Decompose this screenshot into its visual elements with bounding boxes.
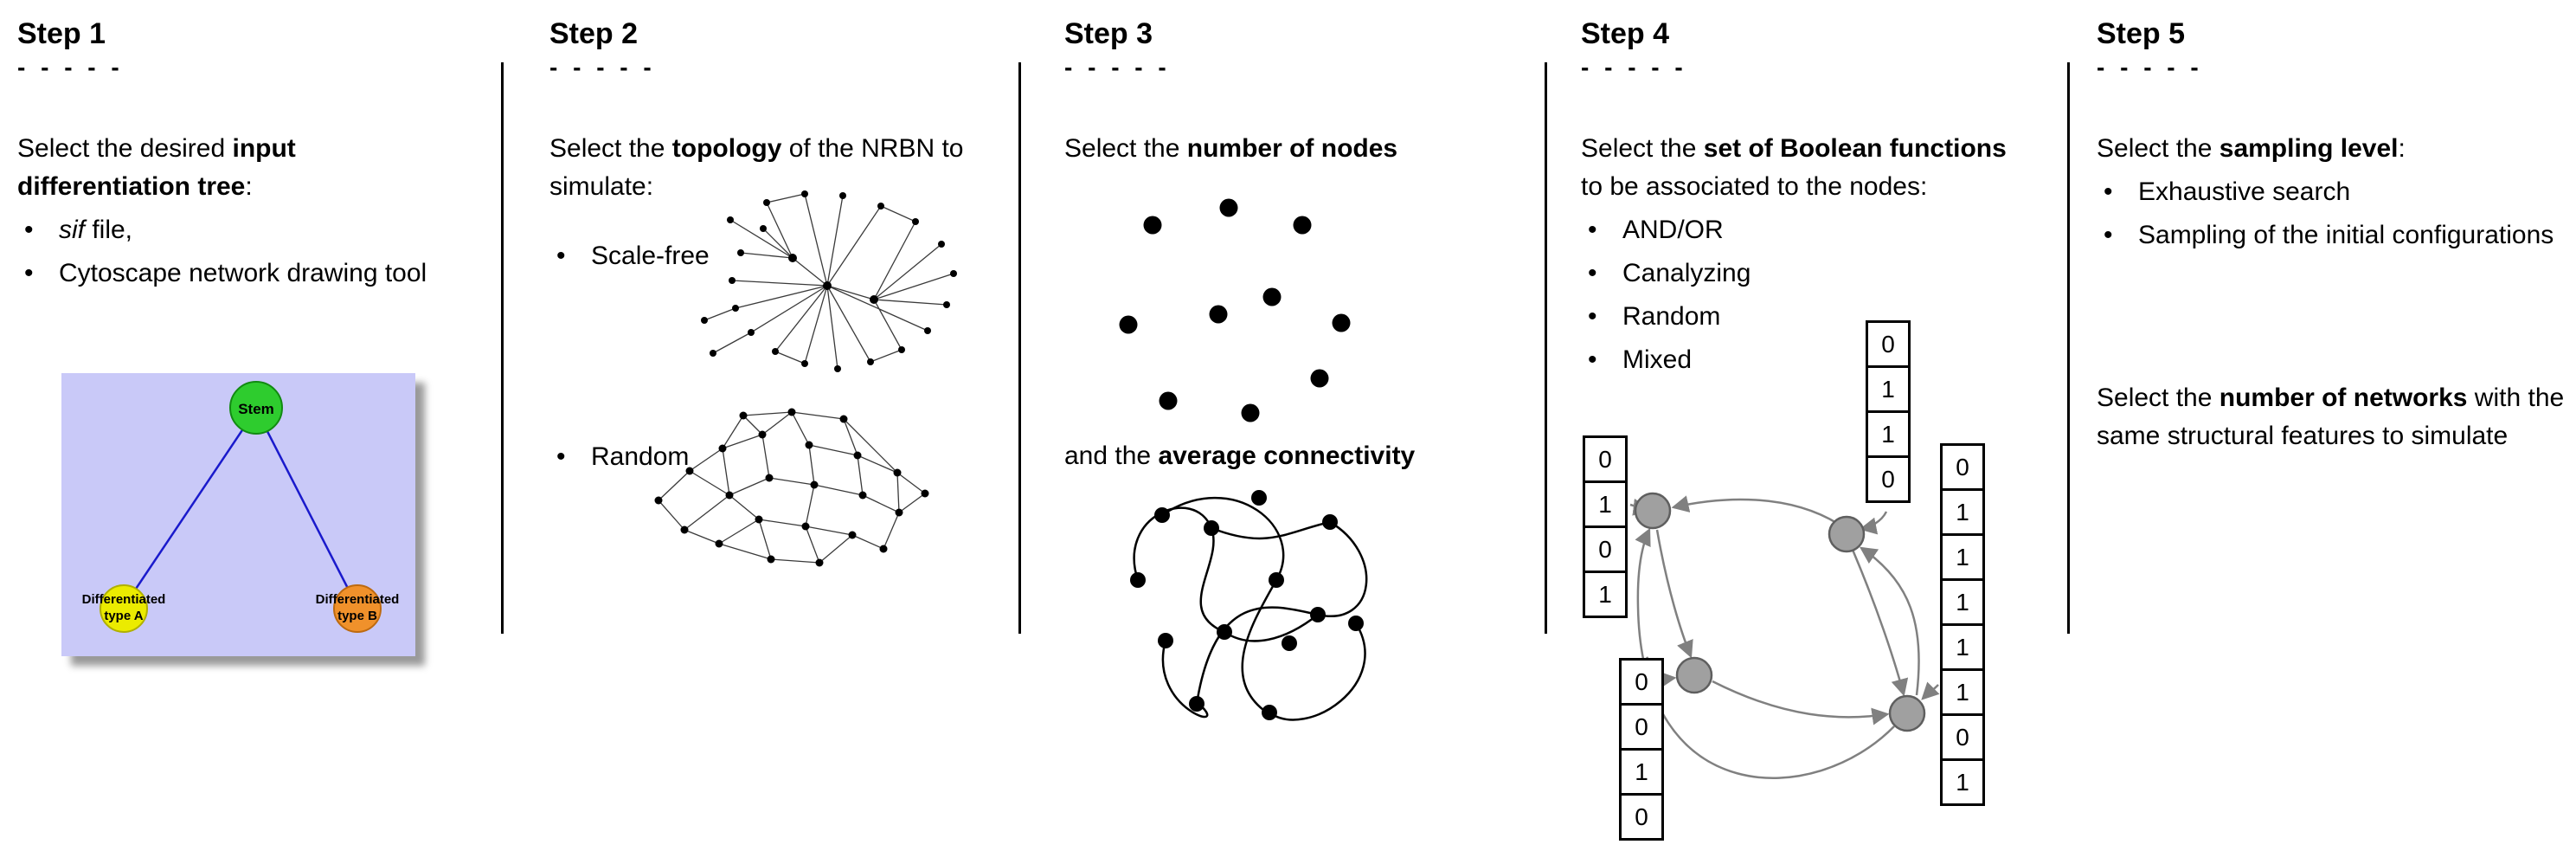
truth-table-cell: 1 (1868, 365, 1908, 410)
step2-title: Step 2 (549, 17, 639, 50)
step2-bullet-scale-free: Scale-free (549, 237, 809, 275)
truth-table-cell: 1 (1943, 488, 1982, 533)
step2-bullet-random: Random (549, 438, 809, 476)
differentiation-tree-image: Stem Differentiated type A Differentiate… (61, 373, 415, 656)
truth-table-cell: 1 (1622, 748, 1661, 793)
step3-dashes: - - - - - (1064, 54, 1171, 81)
truth-table-cell: 0 (1943, 713, 1982, 758)
average-connectivity-graphic (1130, 490, 1368, 721)
step4-bullet-and-or: AND/OR (1581, 211, 2022, 249)
bullet-icon (1581, 255, 1622, 293)
step4-column: Step 4 - - - - - Select the set of Boole… (1581, 0, 2065, 851)
column-divider (2067, 62, 2070, 634)
boolean-network-graphic: 0 1 1 0 0 1 0 1 0 0 1 0 0 1 1 1 (1581, 301, 1996, 851)
step1-dashes: - - - - - (17, 54, 124, 81)
step4-bullet-canalyzing: Canalyzing (1581, 255, 2022, 293)
truth-table-cell: 0 (1622, 703, 1661, 748)
truth-table-right: 0 1 1 1 1 1 0 1 (1940, 443, 1985, 806)
step2-dashes: - - - - - (549, 54, 656, 81)
step4-dashes: - - - - - (1581, 54, 1687, 81)
truth-table-cell: 0 (1585, 525, 1625, 571)
step3-line1: Select the number of nodes (1064, 134, 1398, 163)
step5-bullet-sampling: Sampling of the initial configurations (2097, 216, 2568, 255)
random-network-graphic (654, 408, 929, 567)
column-divider (501, 62, 504, 634)
step3-title: Step 3 (1064, 17, 1153, 50)
step1-bullet-cytoscape: Cytoscape network drawing tool (17, 255, 433, 293)
bullet-icon (1581, 211, 1622, 249)
type-a-label-line2: type A (104, 609, 143, 623)
truth-table-cell: 1 (1585, 480, 1625, 525)
truth-table-cell: 1 (1868, 410, 1908, 455)
step1-column: Step 1 - - - - - Select the desired inpu… (17, 0, 498, 851)
step5-text: Select the sampling level: Exhaustive se… (2097, 130, 2568, 255)
truth-table-top: 0 1 1 0 (1866, 320, 1911, 503)
step5-title: Step 5 (2097, 17, 2186, 50)
step4-bullet-random: Random (1581, 298, 2022, 336)
step1-title: Step 1 (17, 17, 106, 50)
nodes-dots-graphic (1119, 198, 1351, 422)
step4-intro: Select the set of Boolean functions to b… (1581, 134, 2007, 202)
step3-column: Step 3 - - - - - Select the number of no… (1064, 0, 1545, 851)
truth-table-left: 0 1 0 1 (1583, 435, 1628, 618)
truth-table-bottom: 0 0 1 0 (1619, 658, 1664, 841)
step5-column: Step 5 - - - - - Select the sampling lev… (2097, 0, 2568, 851)
truth-table-cell: 0 (1881, 331, 1895, 358)
step5-second-paragraph: Select the number of networks with the s… (2097, 384, 2565, 451)
step3-line2: and the average connectivity (1064, 442, 1416, 470)
truth-table-cell: 1 (1943, 758, 1982, 803)
step5-intro: Select the sampling level: (2097, 134, 2406, 163)
differentiated-type-a-node (100, 584, 148, 633)
step4-bullet-mixed: Mixed (1581, 341, 2022, 379)
step5-dashes: - - - - - (2097, 54, 2203, 81)
bullet-icon (2097, 173, 2138, 211)
step2-intro: Select the topology of the NRBN to simul… (549, 134, 964, 202)
truth-table-cell: 1 (1943, 578, 1982, 623)
bullet-icon (17, 211, 59, 249)
step2-column: Step 2 - - - - - Select the topology of … (549, 0, 1017, 851)
truth-table-cell: 1 (1943, 533, 1982, 578)
boolean-node-1 (1634, 492, 1672, 530)
truth-table-cell: 0 (1956, 454, 1969, 480)
truth-table-cell: 0 (1622, 793, 1661, 838)
truth-table-cell: 0 (1868, 455, 1908, 500)
bullet-icon (2097, 216, 2138, 255)
boolean-network-arrows (1629, 492, 1940, 779)
step3-text-top: Select the number of nodes (1064, 130, 1545, 168)
differentiated-type-b-node (333, 584, 382, 633)
step1-intro: Select the desired input differentiation… (17, 134, 296, 202)
scale-free-network-graphic (701, 190, 957, 372)
column-divider (1545, 62, 1547, 634)
differentiation-tree-graphic: Stem Differentiated type A Differentiate… (82, 381, 400, 633)
boolean-node-2 (1828, 515, 1866, 553)
type-b-label-line1: Differentiated (316, 592, 400, 607)
truth-table-cell: 1 (1943, 623, 1982, 668)
step5-bullet-exhaustive: Exhaustive search (2097, 173, 2568, 211)
truth-table-cell: 1 (1585, 571, 1625, 616)
stem-label: Stem (238, 401, 274, 417)
boolean-node-4 (1888, 694, 1926, 732)
column-divider (1018, 62, 1021, 634)
boolean-node-3 (1675, 656, 1713, 694)
type-a-label-line1: Differentiated (82, 592, 166, 607)
bullet-icon (549, 237, 591, 275)
truth-table-cell: 0 (1598, 446, 1612, 473)
step4-text: Select the set of Boolean functions to b… (1581, 130, 2022, 380)
truth-table-cell: 0 (1635, 668, 1648, 695)
step1-bullet-sif-file: sif file, (17, 211, 433, 249)
step2-text: Select the topology of the NRBN to simul… (549, 130, 982, 206)
step1-text: Select the desired input differentiation… (17, 130, 433, 293)
step4-title: Step 4 (1581, 17, 1670, 50)
type-b-label-line2: type B (337, 609, 377, 623)
bullet-icon (549, 438, 591, 476)
stem-node (229, 381, 283, 435)
truth-table-cell: 1 (1943, 668, 1982, 713)
bullet-icon (17, 255, 59, 293)
